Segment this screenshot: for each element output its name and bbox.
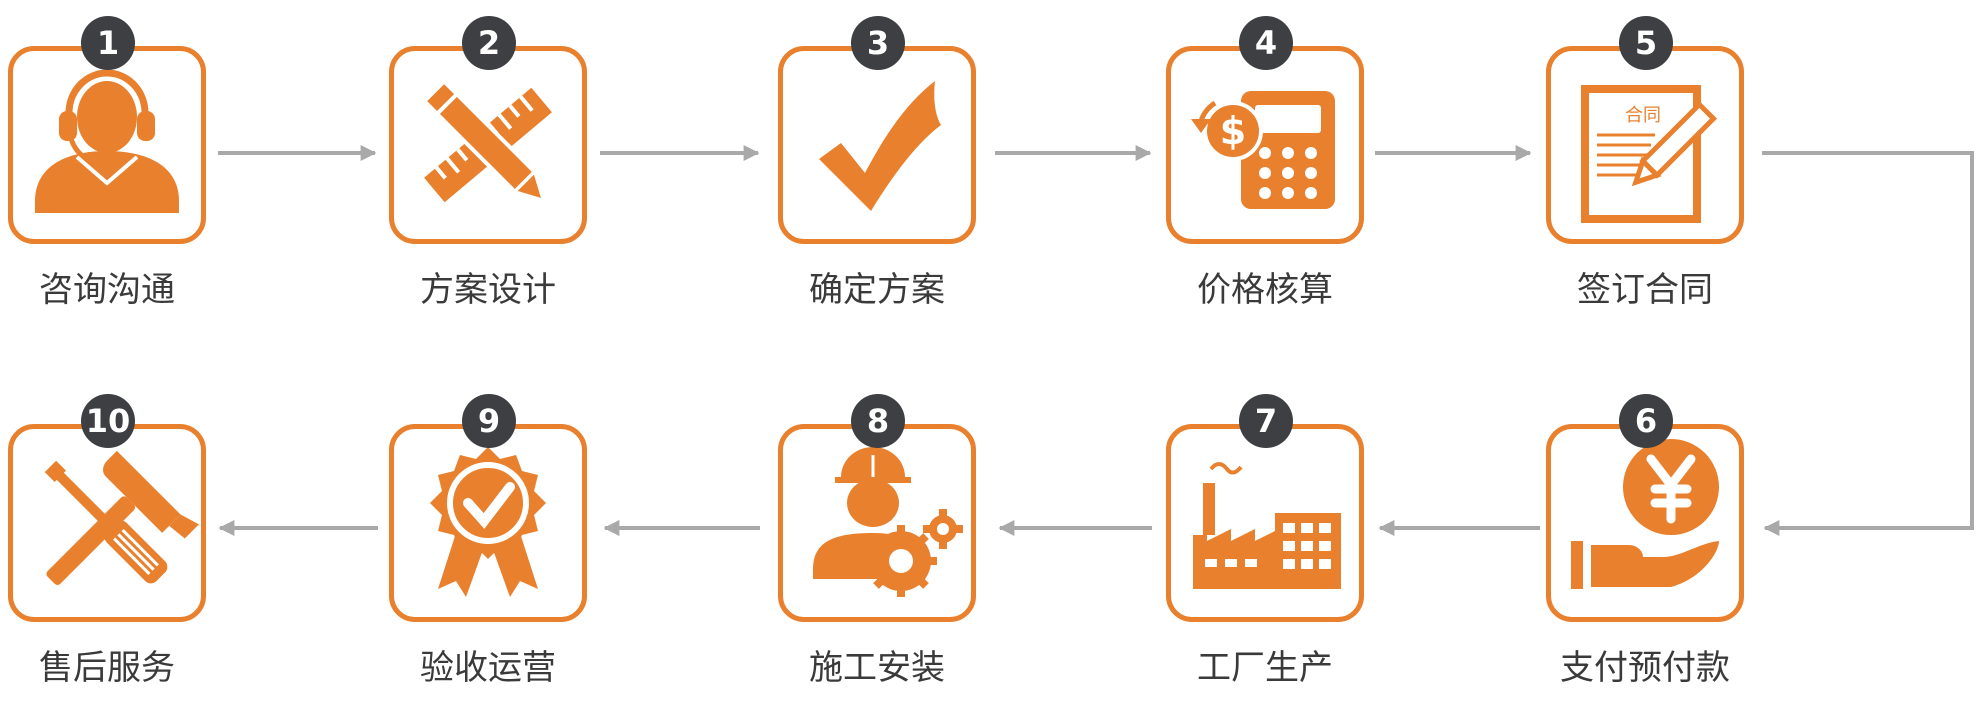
step-icon-box: $: [1166, 46, 1364, 244]
svg-text:$: $: [1220, 109, 1246, 153]
step-icon-box: [389, 424, 587, 622]
step-label: 价格核算: [1197, 270, 1333, 310]
contract-icon-text: 合同: [1625, 105, 1661, 126]
step-label: 售后服务: [39, 648, 175, 688]
step-icon-box: [1546, 424, 1744, 622]
step-2: 2 方案设计: [386, 0, 596, 310]
step-icon-box: [778, 424, 976, 622]
step-9: 9 验收运营: [386, 378, 596, 688]
step-10: 10 售后服务: [5, 378, 215, 688]
step-4: 4 $ 价格核算: [1163, 0, 1373, 310]
step-label: 方案设计: [420, 270, 556, 310]
step-number-badge: 3: [851, 16, 905, 70]
pencil-ruler-icon: [421, 78, 552, 203]
step-3: 3 确定方案: [775, 0, 985, 310]
contract-document-icon: 合同: [1581, 85, 1718, 223]
step-number-badge: 10: [81, 394, 135, 448]
calculator-dollar-icon: $: [1191, 91, 1335, 209]
step-icon-box: [8, 46, 206, 244]
step-label: 确定方案: [809, 270, 945, 310]
hand-yen-coin-icon: [1571, 439, 1719, 589]
worker-gears-icon: [813, 447, 963, 597]
step-7: 7 工厂生产: [1163, 378, 1373, 688]
step-1: 1 咨询沟通: [5, 0, 215, 310]
step-label: 工厂生产: [1197, 648, 1333, 688]
step-6: 6 支付预付款: [1543, 378, 1753, 688]
step-label: 咨询沟通: [39, 270, 175, 310]
step-label: 施工安装: [809, 648, 945, 688]
approval-badge-icon: [430, 447, 546, 597]
factory-icon: [1193, 462, 1341, 589]
hammer-screwdriver-icon: [44, 450, 199, 585]
step-icon-box: [1166, 424, 1364, 622]
step-label: 签订合同: [1577, 270, 1713, 310]
step-label: 支付预付款: [1560, 648, 1730, 688]
step-number-badge: 4: [1239, 16, 1293, 70]
customer-service-headset-icon: [35, 69, 179, 213]
step-icon-box: 合同: [1546, 46, 1744, 244]
step-number-badge: 7: [1239, 394, 1293, 448]
step-number-badge: 2: [462, 16, 516, 70]
step-number-badge: 5: [1619, 16, 1673, 70]
step-number-badge: 9: [462, 394, 516, 448]
step-8: 8 施工安装: [775, 378, 985, 688]
arrow-5-to-6: [1762, 151, 1974, 536]
step-number-badge: 6: [1619, 394, 1673, 448]
step-icon-box: [778, 46, 976, 244]
step-label: 验收运营: [420, 648, 556, 688]
step-5: 5 合同 签订合同: [1543, 0, 1753, 310]
checkmark-icon: [819, 81, 941, 211]
step-number-badge: 1: [81, 16, 135, 70]
step-icon-box: [389, 46, 587, 244]
step-number-badge: 8: [851, 394, 905, 448]
step-icon-box: [8, 424, 206, 622]
